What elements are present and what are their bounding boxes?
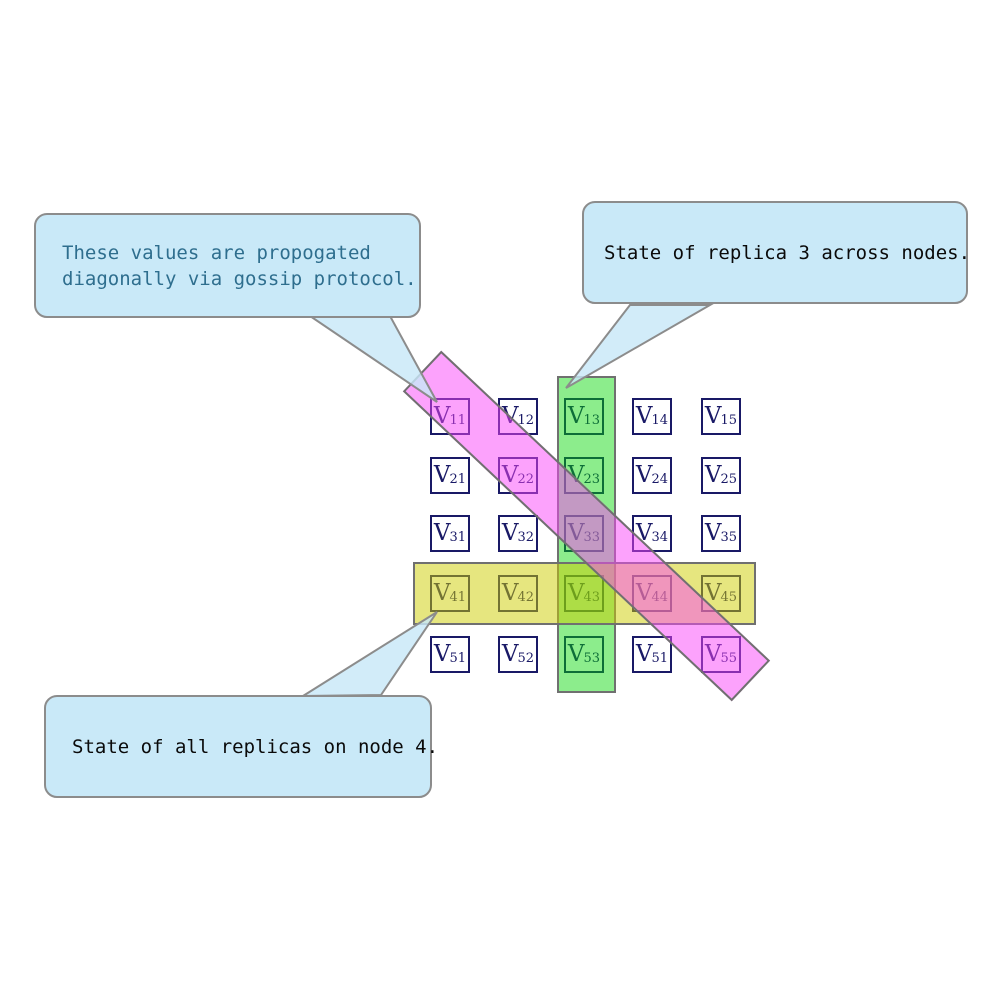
cell-base-label: V <box>501 641 519 667</box>
cell-subscript: 13 <box>583 413 601 428</box>
callout-tail-gossip <box>306 315 438 403</box>
cell-base-label: V <box>635 462 653 488</box>
cell-base-label: V <box>567 403 585 429</box>
cell-subscript: 21 <box>449 472 467 487</box>
cell-subscript: 31 <box>449 530 467 545</box>
cell-base-label: V <box>567 641 585 667</box>
cell-base-label: V <box>433 520 451 546</box>
callout-tail-node4 <box>299 611 438 698</box>
cell-base-label: V <box>501 520 519 546</box>
cell-base-label: V <box>433 462 451 488</box>
cell-subscript: 34 <box>651 530 669 545</box>
callout-tail-replica3 <box>565 304 714 389</box>
cell-base-label: V <box>635 403 653 429</box>
callout-text-line: State of all replicas on node 4. <box>72 735 439 758</box>
callout-replica-3: State of replica 3 across nodes. <box>582 201 971 304</box>
cell-subscript: 51 <box>651 651 669 666</box>
cell-subscript: 32 <box>517 530 535 545</box>
callout-text-line: State of replica 3 across nodes. <box>604 241 971 264</box>
cell-subscript: 14 <box>651 413 669 428</box>
cell-subscript: 51 <box>449 651 467 666</box>
cell-subscript: 25 <box>720 472 738 487</box>
cell-subscript: 15 <box>720 413 738 428</box>
callout-text-line: These values are propogated <box>62 241 371 264</box>
cell-subscript: 52 <box>517 651 535 666</box>
callout-node-4: State of all replicas on node 4. <box>44 695 439 798</box>
cell-subscript: 24 <box>651 472 669 487</box>
cell-base-label: V <box>635 641 653 667</box>
cell-subscript: 35 <box>720 530 738 545</box>
cell-subscript: 12 <box>517 413 535 428</box>
cell-base-label: V <box>704 403 722 429</box>
cell-subscript: 23 <box>583 472 601 487</box>
cell-base-label: V <box>433 641 451 667</box>
cell-subscript: 53 <box>583 651 601 666</box>
callout-text-line: diagonally via gossip protocol. <box>62 267 417 290</box>
cell-base-label: V <box>704 462 722 488</box>
callout-gossip-protocol: These values are propogated diagonally v… <box>34 213 421 318</box>
cell-base-label: V <box>704 520 722 546</box>
